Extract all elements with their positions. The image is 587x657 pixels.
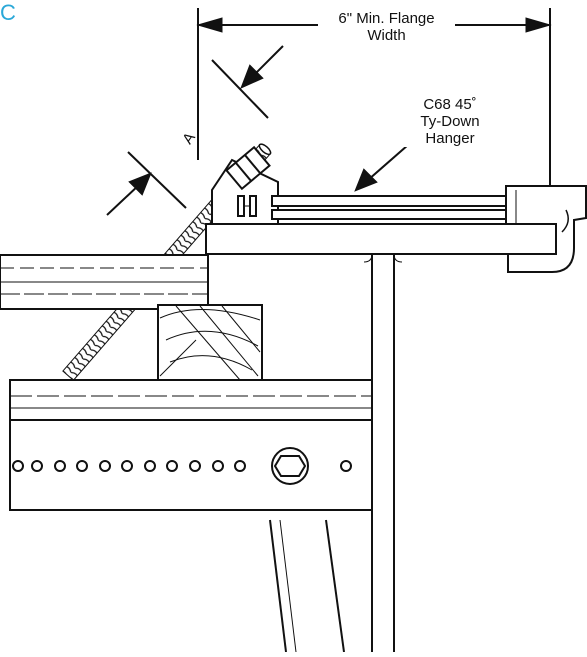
bolt-head xyxy=(271,447,309,485)
upper-joist xyxy=(0,254,209,310)
hanger-label-line3: Hanger xyxy=(425,130,475,147)
bottom-girder xyxy=(9,379,373,511)
hanger-tie-bar xyxy=(271,195,513,220)
flange-width-label: 6" Min. Flange Width xyxy=(318,10,455,44)
angle-dimension-marks xyxy=(106,45,284,216)
hanger-leader-arrow xyxy=(354,144,409,192)
hex-nut xyxy=(225,145,271,191)
flange-width-label-line2: Width xyxy=(367,27,406,44)
column-legs xyxy=(269,519,345,653)
hanger-label: C68 45˚ Ty-Down Hanger xyxy=(400,96,500,147)
steel-beam xyxy=(205,223,557,652)
wood-block xyxy=(157,304,263,382)
flange-width-label-line1: 6" Min. Flange xyxy=(338,10,435,27)
bolt-holes xyxy=(12,460,352,472)
hanger-label-line1: C68 45˚ xyxy=(423,96,477,113)
corner-fragment: C xyxy=(0,0,16,25)
hanger-label-line2: Ty-Down xyxy=(420,113,480,130)
flange-width-dimension xyxy=(196,8,552,185)
